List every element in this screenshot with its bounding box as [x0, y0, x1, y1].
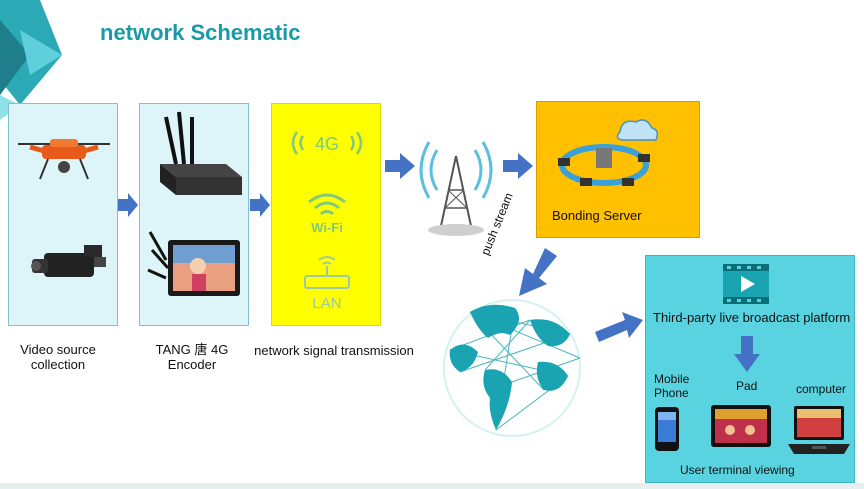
platform-panel: Third-party live broadcast platform Mobi… — [645, 255, 855, 483]
encoder-box-icon — [160, 111, 242, 195]
laptop-icon — [788, 406, 850, 454]
bottom-band — [0, 483, 864, 489]
encoder-panel — [139, 103, 249, 326]
arrow-1 — [118, 193, 138, 217]
cell-tower-icon — [419, 141, 493, 236]
lan-label: LAN — [312, 295, 341, 312]
4g-label: 4G — [315, 134, 339, 154]
lan-router-icon: LAN — [304, 256, 350, 312]
mobile-phone-label: Mobile Phone — [654, 372, 690, 400]
encoder-caption: TANG 唐 4G Encoder — [155, 342, 229, 372]
computer-label: computer — [796, 382, 847, 396]
platform-label: Third-party live broadcast platform — [653, 310, 851, 325]
terminal-label: User terminal viewing — [680, 463, 795, 477]
signal-panel: 4G Wi-Fi LAN — [271, 103, 381, 326]
signal-caption: network signal transmission — [254, 343, 414, 358]
4g-icon: 4G — [291, 131, 363, 155]
camcorder-icon — [31, 245, 106, 277]
arrow-4 — [503, 153, 533, 179]
video-source-panel — [8, 103, 118, 326]
drone-icon — [18, 139, 110, 180]
bonding-server-label: Bonding Server — [552, 208, 642, 223]
monitor-icon — [147, 231, 240, 296]
server-network-icon — [558, 119, 659, 186]
pad-label: Pad — [736, 379, 758, 393]
globe-icon — [443, 299, 581, 437]
bonding-server-panel: Bonding Server — [536, 101, 700, 238]
page-title: network Schematic — [100, 20, 301, 45]
arrow-3 — [385, 153, 415, 179]
wifi-icon: Wi-Fi — [308, 193, 346, 235]
corner-decoration — [0, 0, 62, 120]
video-source-caption: Video source collection — [20, 342, 96, 372]
arrow-2 — [250, 193, 270, 217]
arrow-6 — [595, 312, 643, 342]
arrow-down-icon — [734, 336, 760, 372]
tablet-icon — [711, 405, 771, 447]
mobile-phone-icon — [655, 407, 679, 451]
video-film-icon — [723, 264, 769, 304]
arrow-5 — [519, 248, 557, 296]
wifi-label: Wi-Fi — [311, 220, 343, 235]
